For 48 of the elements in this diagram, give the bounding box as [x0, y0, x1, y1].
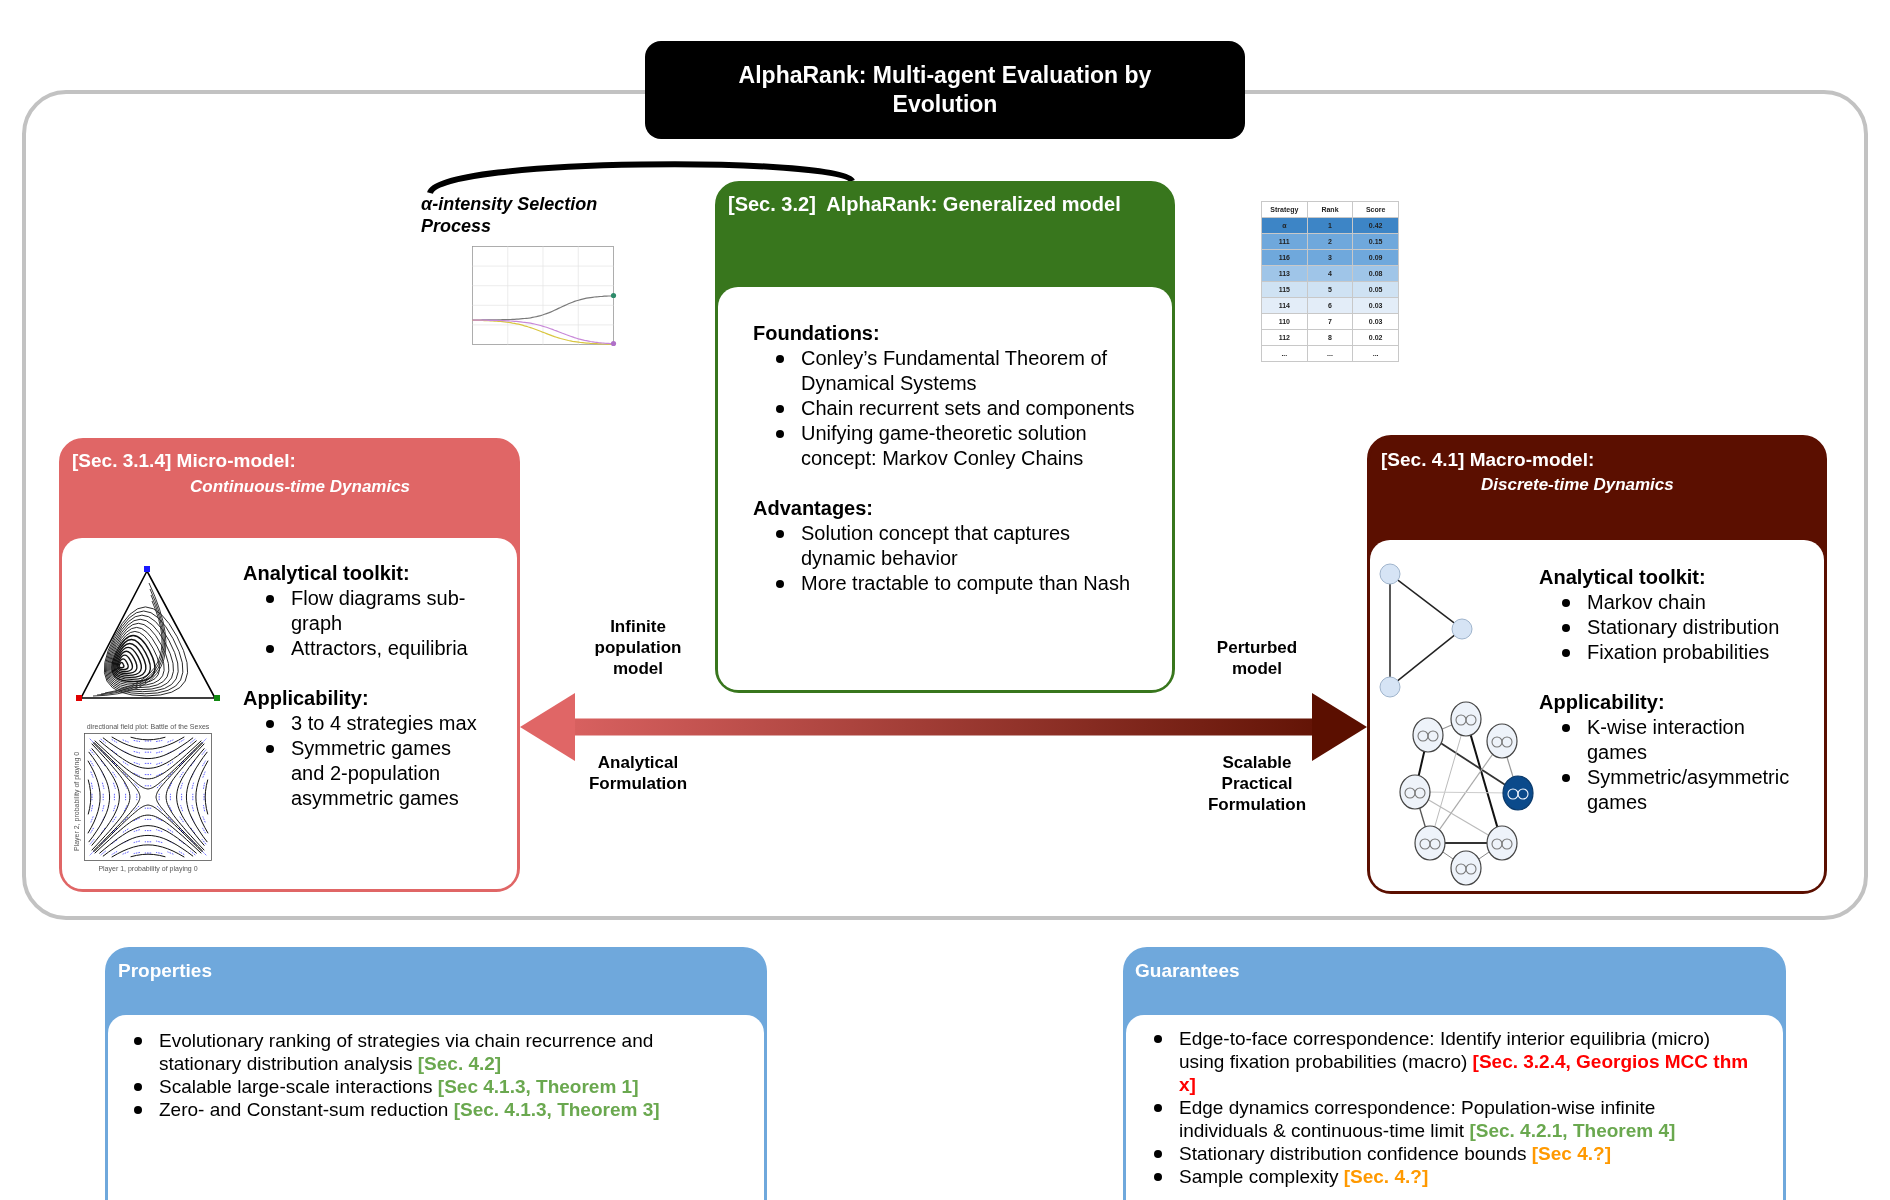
bullet-item: Attractors, equilibria	[243, 636, 486, 661]
bullet-item: Edge dynamics correspondence: Population-wise infinite individuals & continuous-time limit [Sec. 4.2.1, Theorem 4]	[1148, 1096, 1749, 1142]
section-card	[1367, 435, 1827, 894]
section-heading: Advantages:	[753, 496, 875, 521]
bullet-item: Solution concept that captures dynamic behavior	[753, 521, 1146, 571]
bullet-item: K-wise interaction games	[1539, 715, 1799, 765]
bullet-item: Stationary distribution	[1539, 615, 1799, 640]
curved-connector	[428, 161, 854, 196]
bullet-item: More tractable to compute than Nash	[753, 571, 1146, 596]
bullet-item: Chain recurrent sets and components	[753, 396, 1146, 421]
bullet-item: Scalable large-scale interactions [Sec 4.1.3, Theorem 1]	[128, 1075, 699, 1098]
card-title: [Sec. 3.2] AlphaRank: Generalized model	[728, 192, 1121, 216]
section-heading: Foundations:	[753, 321, 881, 346]
arrow-caption: Analytical Formulation	[587, 752, 689, 794]
arrow-caption: Infinite population model	[593, 616, 683, 679]
card-subtitle: Discrete-time Dynamics	[1481, 475, 1674, 496]
section-card	[1123, 947, 1786, 1200]
bullet-item: Edge-to-face correspondence: Identify interior equilibria (micro) using fixation probabilities (macro) [Sec. 3.2.4, Georgios MCC thm x]	[1148, 1027, 1749, 1096]
outer-frame	[22, 90, 1868, 920]
card-title: [Sec. 3.1.4] Micro-model:	[72, 450, 296, 473]
chart-title: α-intensity Selection Process	[421, 193, 626, 237]
title-banner: AlphaRank: Multi-agent Evaluation by Evolution	[645, 41, 1245, 139]
section-card	[59, 438, 520, 892]
bullet-item: Unifying game-theoretic solution concept: Markov Conley Chains	[753, 421, 1146, 471]
card-title: Properties	[118, 960, 212, 983]
section-heading: Applicability:	[1539, 690, 1666, 715]
bullet-item: Fixation probabilities	[1539, 640, 1799, 665]
bullet-item: Evolutionary ranking of strategies via chain recurrence and stationary distribution analysis [Sec. 4.2]	[128, 1029, 699, 1075]
bullet-item: Conley’s Fundamental Theorem of Dynamical Systems	[753, 346, 1146, 396]
bullet-item: Zero- and Constant-sum reduction [Sec. 4.1.3, Theorem 3]	[128, 1098, 699, 1121]
bullet-item: 3 to 4 strategies max	[243, 711, 486, 736]
section-heading: Analytical toolkit:	[243, 561, 411, 586]
section-card	[105, 947, 767, 1200]
card-subtitle: Continuous-time Dynamics	[190, 477, 411, 498]
section-heading: Applicability:	[243, 686, 370, 711]
bullet-item: Sample complexity [Sec. 4.?]	[1148, 1165, 1749, 1188]
section-heading: Analytical toolkit:	[1539, 565, 1707, 590]
card-title: Guarantees	[1135, 960, 1240, 983]
bullet-item: Markov chain	[1539, 590, 1799, 615]
arrow-caption: Scalable Practical Formulation	[1206, 752, 1308, 815]
bullet-item: Stationary distribution confidence bounds [Sec 4.?]	[1148, 1142, 1749, 1165]
double-arrow	[520, 693, 1367, 761]
bullet-item: Symmetric/asymmetric games	[1539, 765, 1799, 815]
bullet-item: Flow diagrams sub-graph	[243, 586, 486, 636]
arrow-caption: Perturbed model	[1215, 637, 1299, 679]
bullet-item: Symmetric games and 2-population asymmetric games	[243, 736, 486, 811]
card-title: [Sec. 4.1] Macro-model:	[1381, 449, 1595, 472]
section-card	[715, 181, 1175, 693]
